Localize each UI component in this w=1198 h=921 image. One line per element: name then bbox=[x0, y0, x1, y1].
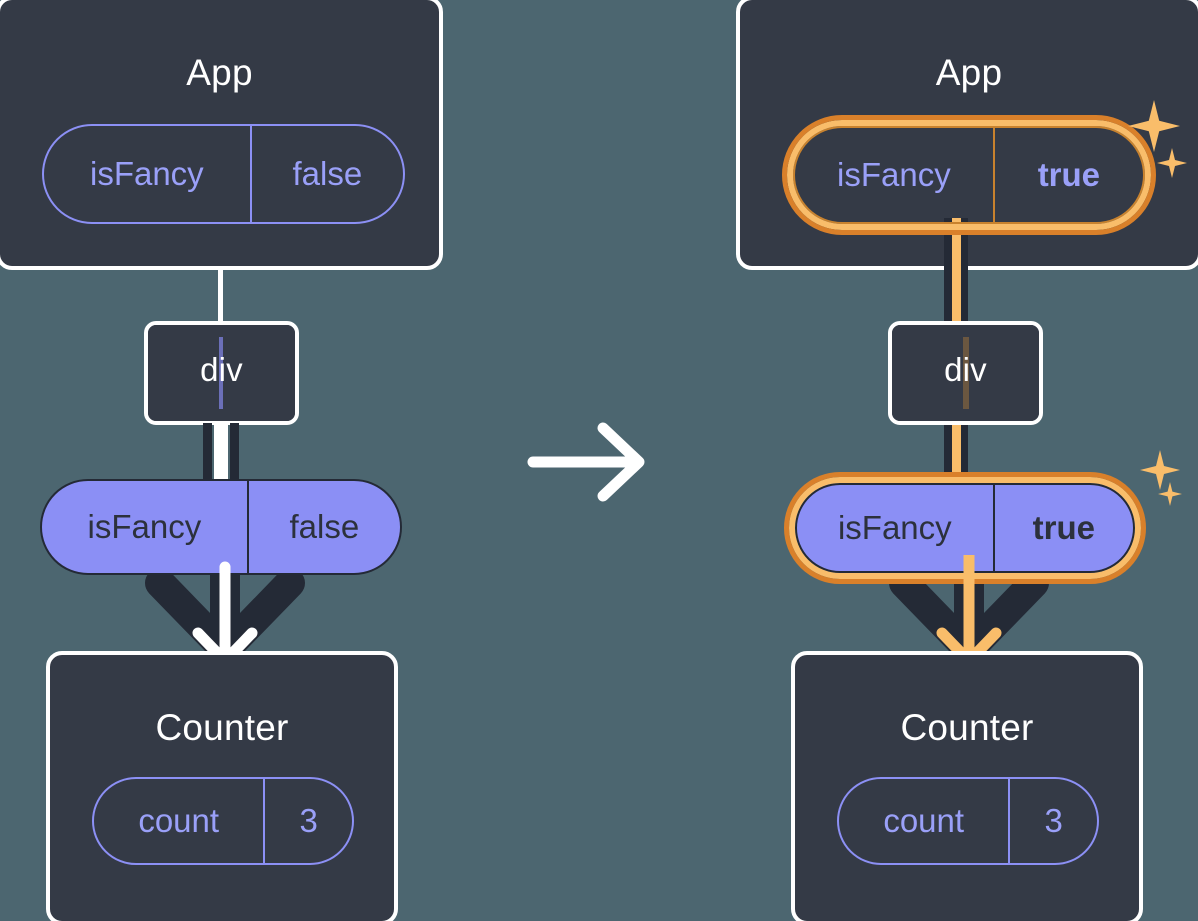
counter-state-value-left: 3 bbox=[263, 779, 352, 863]
counter-panel-left: Counter count 3 bbox=[46, 651, 398, 921]
app-state-key-right: isFancy bbox=[837, 156, 951, 193]
app-state-key-left: isFancy bbox=[89, 155, 204, 192]
app-state-pill-right[interactable]: isFancy true bbox=[793, 126, 1145, 224]
prop-pill-left[interactable]: isFancy false bbox=[40, 479, 402, 575]
counter-title-right: Counter bbox=[900, 707, 1034, 748]
connector-div-to-pill-left-gap bbox=[214, 423, 228, 483]
transition-arrow-icon bbox=[527, 422, 645, 502]
app-state-value-left: false bbox=[249, 126, 403, 222]
app-title-right: App bbox=[935, 52, 1003, 93]
prop-pill-key-left: isFancy bbox=[87, 508, 202, 545]
div-internal-line-left bbox=[219, 337, 223, 409]
sparkle-small-icon-pill-right bbox=[1158, 482, 1182, 506]
connector-div-to-pill-left-a bbox=[203, 423, 212, 483]
prop-pill-value-left: false bbox=[246, 481, 400, 573]
counter-state-pill-left[interactable]: count 3 bbox=[92, 777, 354, 865]
div-label-left: div bbox=[200, 351, 243, 388]
div-internal-line-right bbox=[963, 337, 969, 409]
app-state-pill-left[interactable]: isFancy false bbox=[42, 124, 405, 224]
counter-state-key-left: count bbox=[138, 802, 220, 839]
counter-title-left: Counter bbox=[155, 707, 289, 748]
app-panel-left: App isFancy false bbox=[0, 0, 443, 270]
counter-state-pill-right[interactable]: count 3 bbox=[837, 777, 1099, 865]
div-box-left: div bbox=[144, 321, 299, 425]
connector-app-to-div-left bbox=[218, 264, 223, 322]
connector-div-to-pill-left-b bbox=[230, 423, 239, 483]
counter-state-value-right: 3 bbox=[1008, 779, 1097, 863]
counter-panel-right: Counter count 3 bbox=[791, 651, 1143, 921]
app-title-left: App bbox=[186, 52, 253, 93]
prop-pill-key-right: isFancy bbox=[837, 509, 952, 546]
prop-pill-value-right: true bbox=[992, 485, 1133, 571]
sparkle-large-icon-pill-right bbox=[1140, 450, 1180, 490]
div-label-right: div bbox=[944, 351, 987, 388]
counter-state-key-right: count bbox=[883, 802, 965, 839]
div-box-right: div bbox=[888, 321, 1043, 425]
app-state-value-right: true bbox=[992, 128, 1143, 222]
